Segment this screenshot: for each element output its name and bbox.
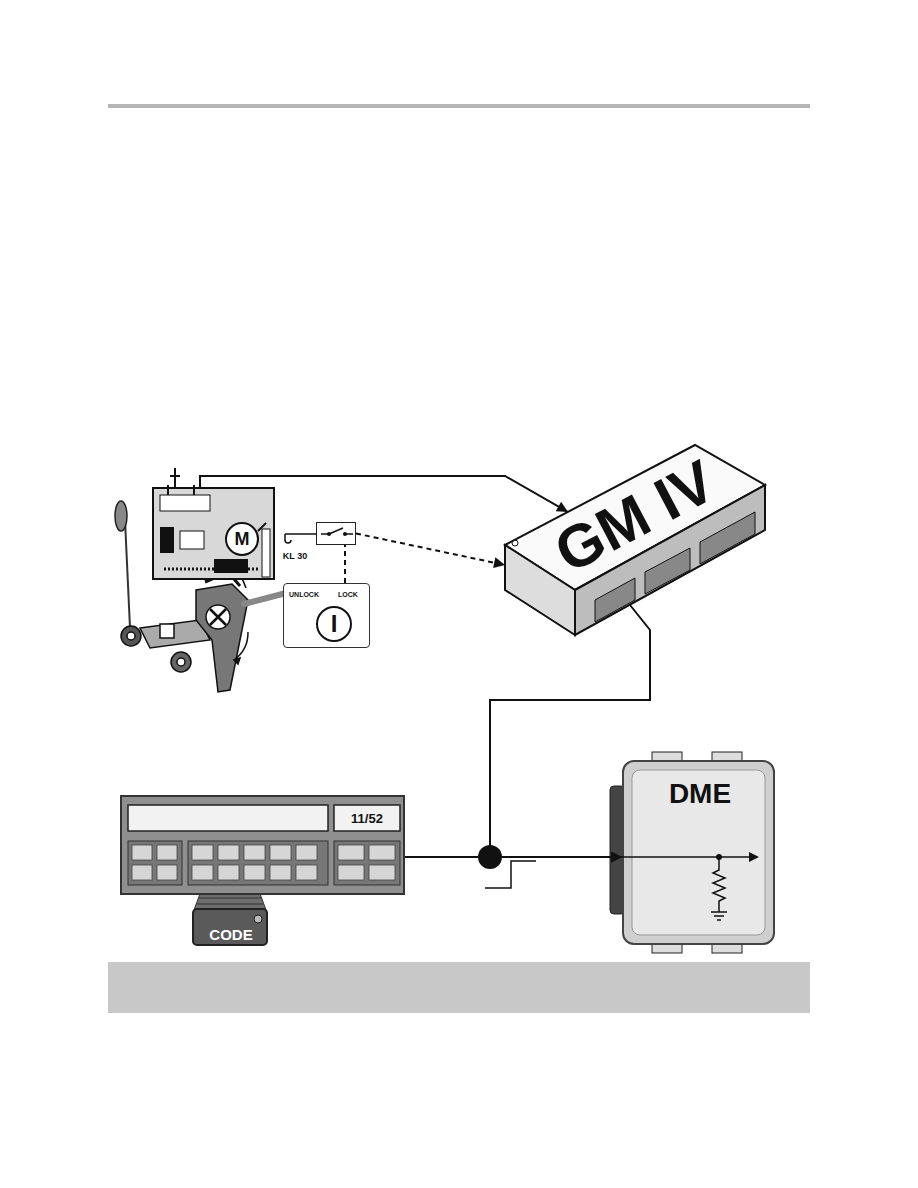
lock-mechanism bbox=[121, 626, 141, 646]
lock-mechanism bbox=[234, 658, 240, 664]
lock-mechanism bbox=[177, 658, 185, 666]
radio-button bbox=[132, 845, 152, 860]
radio-button bbox=[244, 845, 265, 860]
page-rule bbox=[108, 104, 810, 108]
node-label: UNLOCK bbox=[289, 591, 319, 598]
node-label: DME bbox=[669, 780, 731, 808]
radio-button bbox=[132, 845, 395, 880]
key-position-callout-shape bbox=[317, 607, 351, 641]
radio-button bbox=[132, 865, 152, 880]
dme-control-unit-shape bbox=[713, 857, 725, 912]
lock-mechanism bbox=[160, 624, 174, 638]
radio-unit-shape bbox=[188, 841, 328, 885]
dme-control-unit-shape bbox=[622, 856, 749, 858]
door-lock-actuator-shape bbox=[180, 531, 204, 549]
gm-iv-module-shape bbox=[700, 512, 755, 564]
code-button-stack bbox=[199, 898, 261, 899]
code-button-stack bbox=[197, 904, 263, 905]
door-lock-actuator-shape bbox=[160, 527, 174, 553]
switch-box: KL 30 bbox=[316, 522, 356, 545]
code-button: CODE bbox=[192, 908, 268, 946]
lock-mechanism bbox=[127, 632, 135, 640]
door-lock-actuator-shape bbox=[160, 495, 210, 511]
node-label: KL 30 bbox=[283, 552, 307, 561]
radio-button bbox=[296, 865, 317, 880]
radio-button bbox=[270, 865, 291, 880]
radio-unit-shape bbox=[334, 841, 400, 885]
actuator-wire bbox=[170, 475, 180, 477]
radio-button bbox=[369, 845, 395, 860]
switch-box-shape bbox=[321, 533, 353, 535]
connector bbox=[405, 856, 622, 858]
code-button-shape bbox=[254, 915, 262, 923]
radio-button bbox=[296, 845, 317, 860]
node-label: I bbox=[331, 612, 338, 636]
switch-box-shape bbox=[329, 528, 343, 534]
door-lock-actuator-shape bbox=[214, 559, 248, 573]
connector bbox=[356, 534, 505, 566]
lock-rod bbox=[115, 501, 127, 531]
gm-iv-module-shape bbox=[512, 540, 518, 546]
lock-mechanism bbox=[210, 609, 226, 625]
lock-mechanism bbox=[121, 563, 248, 692]
lock-mechanism bbox=[196, 584, 248, 692]
lock-mechanism bbox=[206, 605, 230, 629]
door-lock-actuator: M bbox=[152, 487, 275, 580]
gm-iv-module-shape bbox=[645, 548, 690, 594]
dme-control-unit: DME bbox=[622, 760, 775, 945]
radio-button bbox=[218, 865, 239, 880]
caption-bar bbox=[108, 962, 810, 1013]
door-lock-actuator-shape bbox=[262, 529, 270, 577]
dme-control-unit-shape bbox=[632, 770, 765, 935]
dme-control-unit-shape bbox=[749, 852, 759, 862]
radio-button bbox=[244, 865, 265, 880]
switch-box-shape bbox=[317, 523, 355, 544]
radio-button bbox=[369, 865, 395, 880]
actuator-wire bbox=[174, 468, 176, 487]
page-rule bbox=[108, 104, 810, 108]
radio-button bbox=[338, 865, 364, 880]
gm-iv-module: GM IV bbox=[500, 440, 770, 640]
radio-button bbox=[270, 845, 291, 860]
lock-rod bbox=[115, 501, 130, 628]
radio-unit-shape bbox=[128, 805, 328, 831]
caption-bar bbox=[108, 962, 810, 1013]
radio-unit: 11/52 bbox=[120, 795, 405, 895]
lock-rod bbox=[125, 520, 130, 628]
node-label: M bbox=[235, 530, 250, 548]
switch-box-shape bbox=[343, 532, 347, 536]
radio-button bbox=[192, 845, 213, 860]
dme-control-unit-shape bbox=[711, 912, 727, 920]
radio-unit-shape bbox=[128, 841, 182, 885]
connector bbox=[344, 545, 346, 583]
radio-button bbox=[338, 845, 364, 860]
radio-button bbox=[218, 845, 239, 860]
dme-housing bbox=[652, 944, 682, 953]
actuator-wire bbox=[170, 468, 180, 487]
lock-mechanism bbox=[171, 652, 191, 672]
radio-button bbox=[157, 865, 177, 880]
gm-iv-module-shape bbox=[595, 578, 635, 622]
dme-housing bbox=[712, 944, 742, 953]
radio-button bbox=[192, 865, 213, 880]
step-signal bbox=[485, 861, 536, 888]
radio-unit-shape bbox=[334, 805, 400, 831]
radio-button bbox=[157, 845, 177, 860]
node-label: LOCK bbox=[338, 591, 358, 598]
step-signal bbox=[485, 861, 536, 888]
key-position-callout: UNLOCK LOCK I bbox=[283, 583, 370, 648]
node-label: 11/52 bbox=[351, 812, 383, 825]
door-lock-actuator-shape bbox=[168, 485, 194, 495]
door-lock-actuator-shape bbox=[226, 523, 258, 555]
door-lock-actuator-shape bbox=[154, 489, 273, 578]
lock-mechanism bbox=[234, 632, 248, 660]
node-label: CODE bbox=[209, 927, 252, 942]
switch-box-shape bbox=[285, 534, 317, 543]
